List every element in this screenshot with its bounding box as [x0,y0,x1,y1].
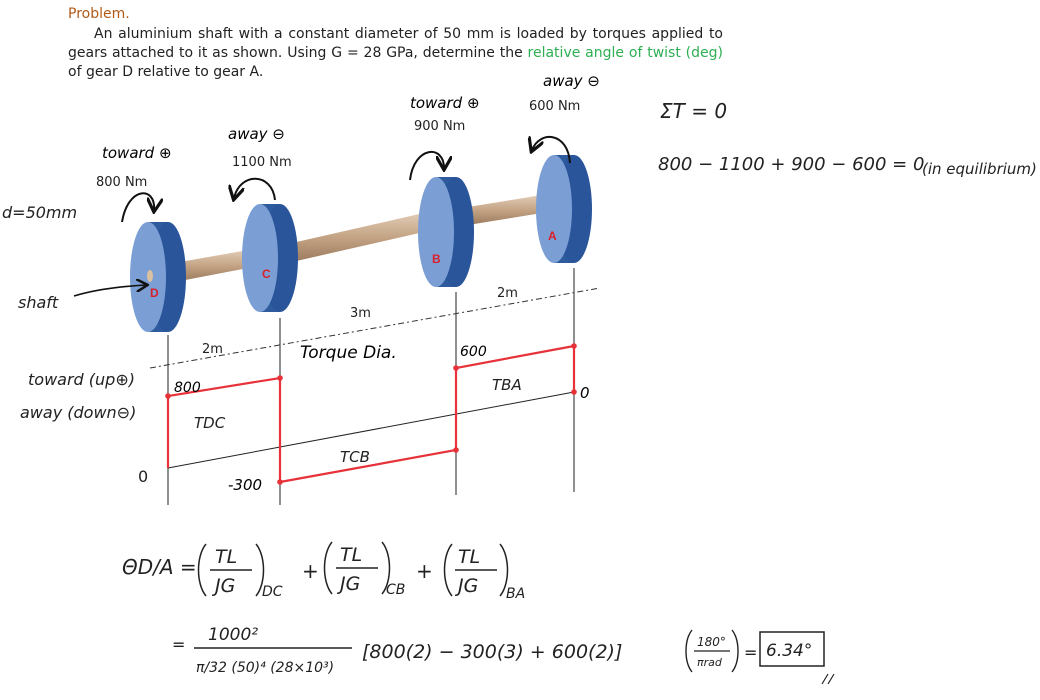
gear-label-b: B [432,252,441,266]
term-ba-sub: BA [506,586,525,602]
shaft-pointer [73,285,146,297]
term-cb: TL JG CB [323,541,405,598]
torque-value-800: 800 [174,380,201,396]
segment-label-dc: TDC [194,414,226,432]
term-ba-jg: JG [454,575,478,597]
conversion-factor: 180° πrad [685,629,739,673]
torque-arrow-a [532,137,571,164]
torque-val-d: 800 Nm [96,175,147,190]
term-dc-jg: JG [211,575,235,597]
gear-label-a: A [548,229,557,243]
theta-lhs: ΘD/A = [122,555,197,579]
torque-diagram-title: Torque Dia. [300,343,397,363]
problem-text-2: of gear D relative to gear A. [68,64,264,80]
diameter-note: d=50mm [2,203,77,222]
problem-label-text: Problem. [68,6,130,22]
torque-value-600: 600 [460,344,487,360]
gear-label-d: D [150,286,159,300]
conversion-denominator: πrad [697,656,723,669]
term-cb-sub: CB [386,582,405,598]
term-dc-tl: TL [215,546,237,568]
answer-value: 6.34° [766,641,812,661]
length-ba: 2m [497,286,518,301]
term-ba: TL JG BA [443,543,525,602]
bracket-expression: [800(2) − 300(3) + 600(2)] [362,641,622,663]
equilibrium-note: (in equilibrium) [922,160,1037,178]
gear-label-c: C [262,267,271,281]
torque-baseline [167,391,575,469]
gear-b [418,177,474,287]
equals-2: = [744,643,757,662]
length-dc: 2m [202,342,223,357]
torque-points [165,343,577,485]
problem-highlight: relative angle of twist (deg) [527,45,723,61]
segment-label-ba: TBA [492,376,522,394]
away-note: away (down⊖) [20,403,136,422]
torque-arrow-d [121,192,154,223]
zero-axis-label: 0 [138,467,148,486]
problem-text-1: An aluminium shaft with a constant diame… [68,26,723,61]
torque-arrow-c [234,177,276,200]
fraction-denominator: π/32 (50)⁴ (28×10³) [196,660,334,676]
equilibrium-equation: 800 − 1100 + 900 − 600 = 0 [658,154,924,175]
plus-1: + [302,559,319,583]
problem-label: Problem. [68,6,130,22]
term-ba-tl: TL [458,546,480,568]
torque-val-c: 1100 Nm [232,155,292,170]
torque-val-b: 900 Nm [414,119,465,134]
dimension-line [149,287,601,369]
toward-note: toward (up⊕) [28,370,135,389]
length-cb: 3m [350,306,371,321]
torque-value-0: 0 [580,384,590,402]
equals-1: = [172,635,185,654]
gear-d [130,222,186,332]
plus-2: + [416,559,433,583]
problem-statement: An aluminium shaft with a constant diame… [68,25,723,82]
answer-underline-marks [821,673,835,685]
fraction-numerator: 1000² [208,625,258,645]
term-dc-sub: DC [262,584,283,600]
gear-c [242,204,298,312]
term-cb-jg: JG [336,573,360,595]
conversion-numerator: 180° [697,635,726,649]
answer-box [759,631,825,667]
torque-dir-b: toward ⊕ [410,94,480,112]
torque-dir-d: toward ⊕ [102,144,172,162]
shaft-note: shaft [18,293,59,312]
gear-a [536,155,592,263]
torque-step-line [166,344,576,484]
shaft [180,195,542,281]
torque-val-a: 600 Nm [529,99,580,114]
term-cb-tl: TL [340,544,362,566]
segment-label-cb: TCB [340,448,370,466]
torque-dir-c: away ⊖ [228,125,285,143]
torque-value-neg300: -300 [228,476,262,494]
torque-arrow-b [409,151,444,181]
sum-torque: ΣT = 0 [660,99,727,123]
term-dc: TL JG DC [197,543,283,600]
torque-dir-a: away ⊖ [543,72,600,90]
